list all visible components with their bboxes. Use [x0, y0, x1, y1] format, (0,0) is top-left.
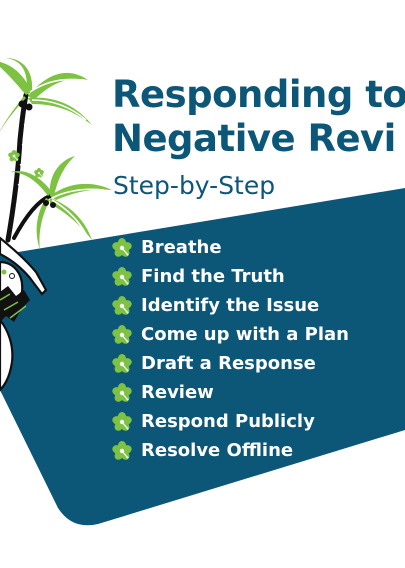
- subtitle: Step-by-Step: [113, 171, 276, 200]
- step-label: Come up with a Plan: [141, 324, 349, 345]
- step-label: Breathe: [141, 237, 222, 258]
- navy-panel: [0, 188, 405, 526]
- step-item-review: Review: [112, 378, 349, 407]
- hibiscus-flower-icon: [112, 353, 132, 374]
- hibiscus-flower-icon: [112, 266, 132, 287]
- palm-trees-illustration: [5, 92, 52, 243]
- hula-dancer-illustration: [0, 236, 48, 392]
- step-item-find-the-truth: Find the Truth: [112, 262, 349, 291]
- hibiscus-flower-icon: [112, 237, 132, 258]
- page-title: Responding to Negative Revi: [112, 73, 405, 161]
- steps-list: Breathe Find the Truth Identify the Issu…: [112, 233, 349, 465]
- step-item-draft-a-response: Draft a Response: [112, 349, 349, 378]
- step-item-resolve-offline: Resolve Offline: [112, 436, 349, 465]
- step-label: Review: [141, 382, 214, 403]
- hibiscus-flower-icon: [112, 324, 132, 345]
- step-item-come-up-with-a-plan: Come up with a Plan: [112, 320, 349, 349]
- hibiscus-flower-icon: [112, 295, 132, 316]
- step-item-identify-the-issue: Identify the Issue: [112, 291, 349, 320]
- hibiscus-flower-icon: [112, 440, 132, 461]
- step-label: Identify the Issue: [141, 295, 320, 316]
- step-label: Resolve Offline: [141, 440, 294, 461]
- hibiscus-flower-icon: [112, 411, 132, 432]
- step-item-breathe: Breathe: [112, 233, 349, 262]
- step-label: Respond Publicly: [141, 411, 315, 432]
- step-label: Draft a Response: [141, 353, 316, 374]
- hibiscus-flower-icon: [112, 382, 132, 403]
- title-line-2: Negative Revi: [112, 117, 396, 160]
- step-item-respond-publicly: Respond Publicly: [112, 407, 349, 436]
- step-label: Find the Truth: [141, 266, 285, 287]
- title-line-1: Responding to: [112, 73, 405, 116]
